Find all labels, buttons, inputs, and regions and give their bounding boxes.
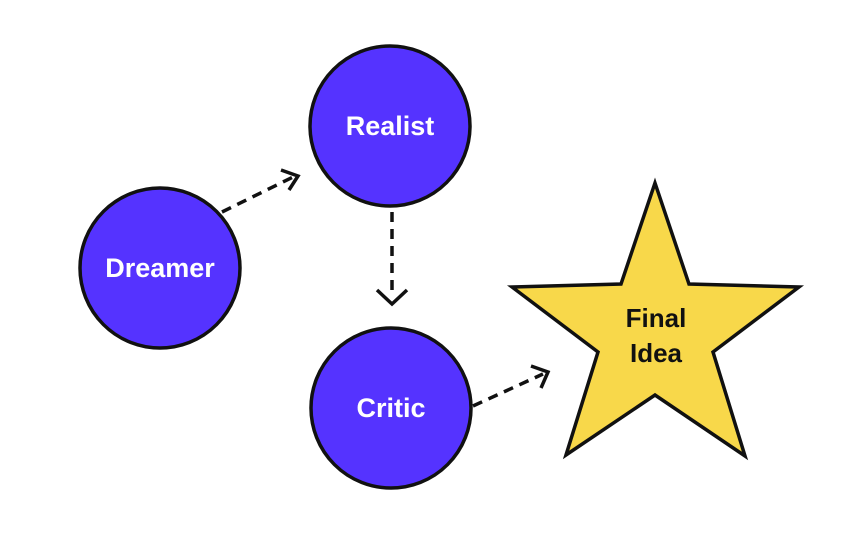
node-circle (78, 186, 242, 350)
node-final-idea: Final Idea (506, 177, 805, 461)
node-dreamer: Dreamer (78, 186, 242, 350)
node-label-dreamer: Dreamer (105, 253, 215, 283)
node-circle (309, 326, 473, 490)
node-critic: Critic (309, 326, 473, 490)
node-realist: Realist (308, 44, 472, 208)
edge-dreamer-to-realist (221, 168, 301, 214)
final-idea-label-line2: Idea (630, 338, 683, 368)
edge-critic-to-final (472, 364, 551, 408)
arrowhead-icon (530, 364, 551, 389)
edge-line (472, 372, 544, 408)
node-label-realist: Realist (346, 111, 435, 141)
final-idea-label-line1: Final (626, 303, 687, 333)
edge-realist-to-critic (375, 212, 409, 307)
node-label-critic: Critic (356, 393, 425, 423)
arrowhead-icon (375, 288, 409, 307)
arrowhead-icon (280, 168, 301, 191)
edge-line (221, 175, 294, 214)
star-icon (506, 177, 805, 461)
node-circle (308, 44, 472, 208)
